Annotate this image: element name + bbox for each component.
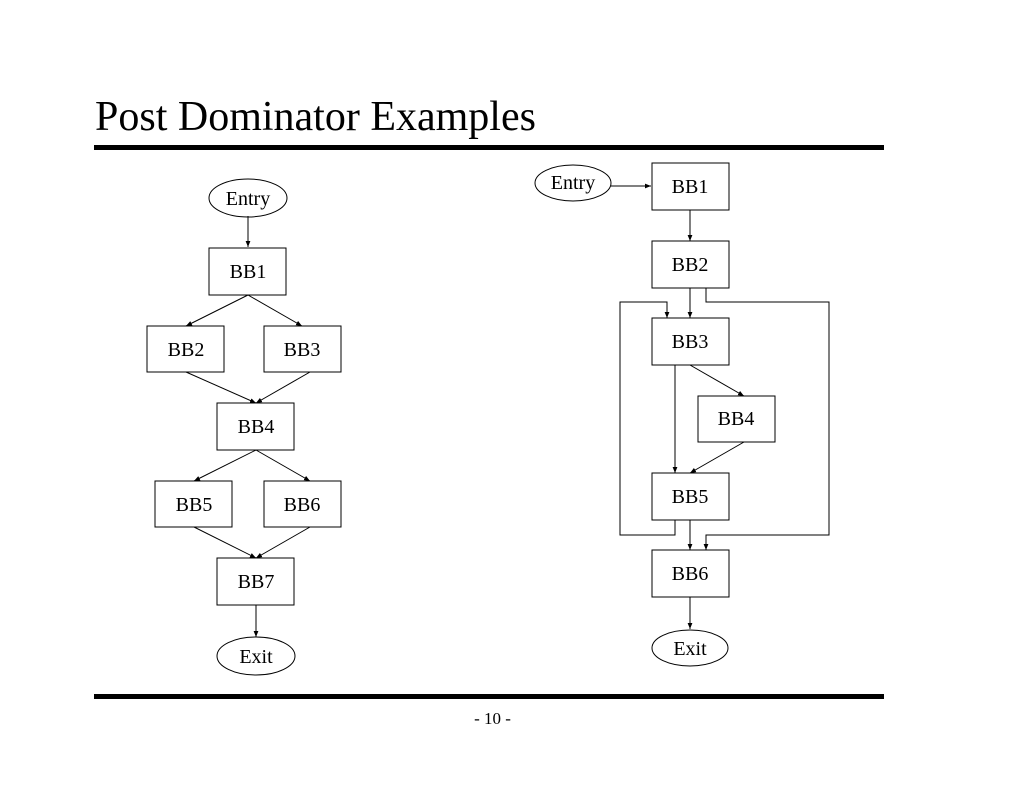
left-label-bb1: BB1 — [230, 261, 267, 283]
right-label-bb5: BB5 — [672, 486, 709, 508]
left-edge-bb4-bb5 — [193, 449, 257, 482]
right-node-entry — [534, 164, 612, 202]
left-node-bb2 — [146, 325, 225, 373]
left-label-entry: Entry — [226, 188, 270, 210]
left-node-bb7 — [216, 557, 295, 606]
right-label-bb2: BB2 — [672, 254, 709, 276]
right-label-exit: Exit — [673, 638, 707, 660]
page-number: - 10 - — [474, 709, 511, 728]
right-cfg — [534, 162, 830, 667]
left-edge-bb2-bb4 — [185, 371, 257, 404]
left-edge-bb6-bb7 — [255, 526, 311, 559]
footer-divider — [94, 694, 884, 699]
left-edge-bb5-bb7 — [193, 526, 257, 559]
left-node-entry — [208, 178, 288, 218]
right-node-bb4 — [697, 395, 776, 443]
right-edge-bb4-bb5 — [689, 441, 745, 474]
right-node-bb6 — [651, 549, 730, 598]
right-edge-bb3-bb4 — [689, 364, 745, 397]
title-divider — [94, 145, 884, 150]
left-label-bb3: BB3 — [284, 339, 321, 361]
left-cfg-labels: Entry BB1 BB2 BB3 BB4 BB5 BB6 BB7 Exit — [168, 188, 321, 668]
left-label-bb7: BB7 — [238, 571, 275, 593]
right-edge-bb2-bb6 — [703, 288, 830, 550]
left-label-bb4: BB4 — [238, 416, 275, 438]
left-node-bb1 — [208, 247, 287, 296]
right-label-bb1: BB1 — [672, 176, 709, 198]
left-label-exit: Exit — [239, 646, 273, 668]
left-label-bb2: BB2 — [168, 339, 205, 361]
left-node-bb3 — [263, 325, 342, 373]
left-node-exit — [216, 636, 296, 676]
left-node-bb6 — [263, 480, 342, 528]
left-node-bb5 — [154, 480, 233, 528]
left-edge-bb3-bb4 — [255, 371, 311, 404]
right-node-exit — [651, 629, 729, 667]
slide-title: Post Dominator Examples — [95, 94, 536, 140]
left-edge-bb1-bb2 — [185, 294, 249, 327]
right-label-bb3: BB3 — [672, 331, 709, 353]
right-label-entry: Entry — [551, 172, 595, 194]
left-edge-bb4-bb6 — [255, 449, 311, 482]
right-node-bb1 — [651, 162, 730, 211]
left-edge-bb1-bb3 — [247, 294, 303, 327]
right-cfg-labels: Entry BB1 BB2 BB3 BB4 BB5 BB6 Exit — [551, 172, 755, 660]
left-label-bb6: BB6 — [284, 494, 321, 516]
left-cfg — [146, 178, 342, 676]
left-node-bb4 — [216, 402, 295, 451]
right-node-bb5 — [651, 472, 730, 521]
right-edge-bb5-bb3 — [619, 301, 676, 536]
right-node-bb3 — [651, 317, 730, 366]
right-node-bb2 — [651, 240, 730, 289]
left-label-bb5: BB5 — [176, 494, 213, 516]
right-label-bb4: BB4 — [718, 408, 755, 430]
right-label-bb6: BB6 — [672, 563, 709, 585]
